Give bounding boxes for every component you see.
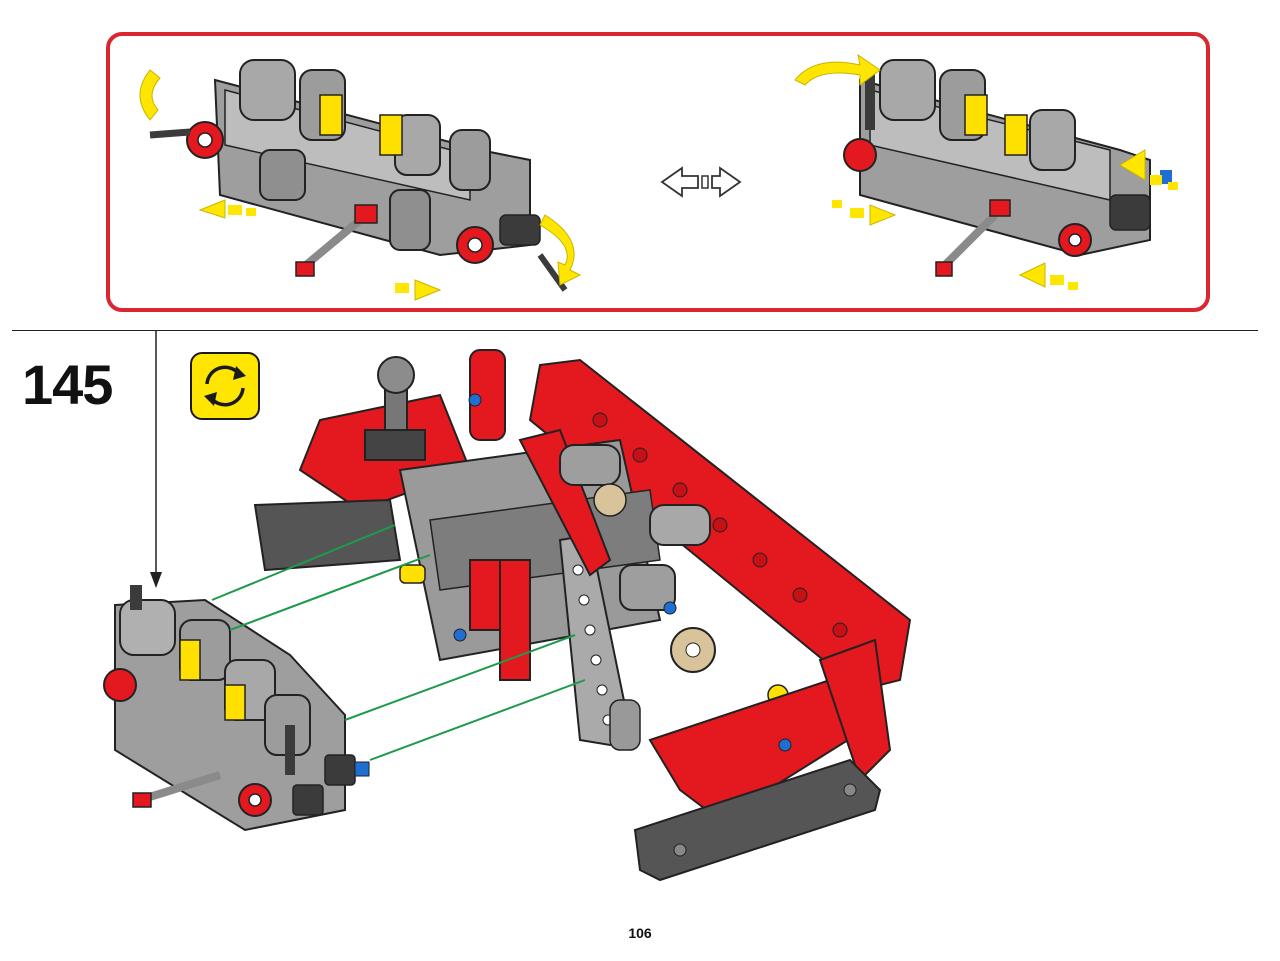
page-number: 106 [628,925,652,941]
connector-line [369,679,586,761]
connector-line [344,634,576,721]
connector-line [229,554,431,631]
connector-line [211,524,396,601]
step-number: 145 [22,353,113,416]
rotate-model-icon [204,365,246,407]
rotate-badge [190,352,260,420]
step-divider [12,330,1258,331]
callout-box [106,32,1210,312]
